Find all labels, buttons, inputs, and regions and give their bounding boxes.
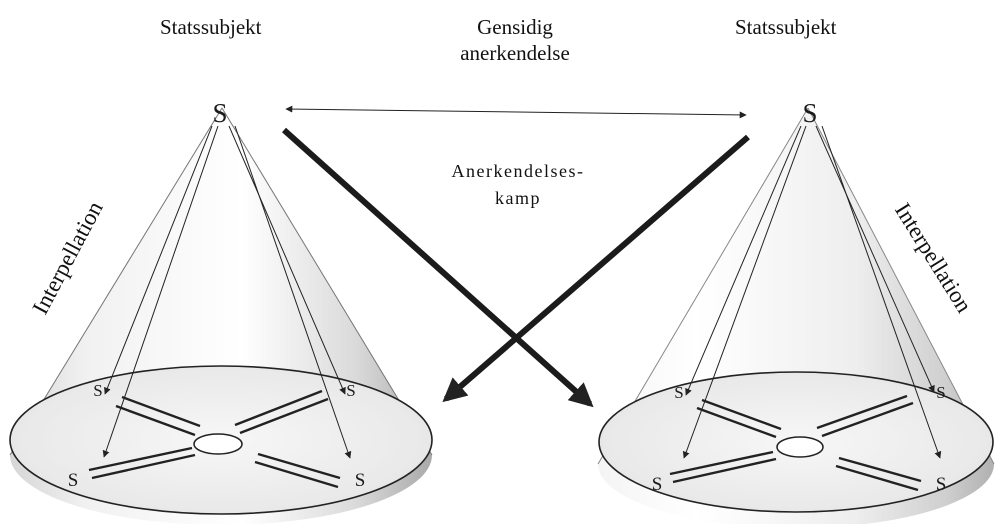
interpellation-arrow	[682, 125, 807, 459]
interpellation-arrow	[685, 125, 802, 396]
apex-node-right: S	[802, 98, 817, 128]
interpellation-arrow	[104, 125, 213, 395]
left-cone	[9, 107, 433, 524]
recognition-struggle-line2: kamp	[495, 188, 541, 208]
right-recognition-bars	[669, 394, 922, 492]
base-node: S	[346, 381, 355, 400]
interpellation-arrow	[821, 125, 942, 459]
left-recognition-bars	[88, 389, 341, 489]
interpellation-arrow	[102, 125, 219, 458]
state-subject-label-left: Statssubjekt	[160, 15, 262, 39]
right-cone	[597, 107, 995, 524]
state-subject-label-right: Statssubjekt	[735, 15, 837, 39]
interpellation-arrow	[815, 125, 935, 393]
recognition-struggle-line1: Anerkendelses-	[451, 161, 585, 181]
right-center-ring	[776, 436, 824, 458]
struggle-arrow-left-to-right	[281, 127, 594, 408]
left-cone-edge	[221, 107, 433, 456]
base-node: S	[674, 383, 683, 402]
mutual-recognition-line2: anerkendelse	[460, 41, 570, 65]
base-node: S	[68, 470, 79, 491]
base-node: S	[936, 383, 945, 402]
mutual-recognition-label: Gensidig anerkendelse	[405, 14, 625, 66]
base-node: S	[936, 474, 947, 495]
mutual-recognition-line1: Gensidig	[477, 15, 553, 39]
recognition-struggle-label: Anerkendelses- kamp	[408, 158, 628, 212]
left-cone-edge	[9, 107, 223, 456]
node-labels: S S S S S S S S S S	[68, 98, 947, 495]
interpellation-arrow	[228, 125, 346, 395]
base-node: S	[652, 474, 663, 495]
left-center-ring	[193, 433, 243, 455]
base-node: S	[355, 470, 366, 491]
struggle-arrow-right-to-left	[442, 134, 750, 403]
base-node: S	[93, 381, 102, 400]
interpellation-arrow	[234, 125, 352, 459]
mutual-recognition-arrow	[285, 105, 747, 119]
apex-node-left: S	[212, 98, 227, 128]
